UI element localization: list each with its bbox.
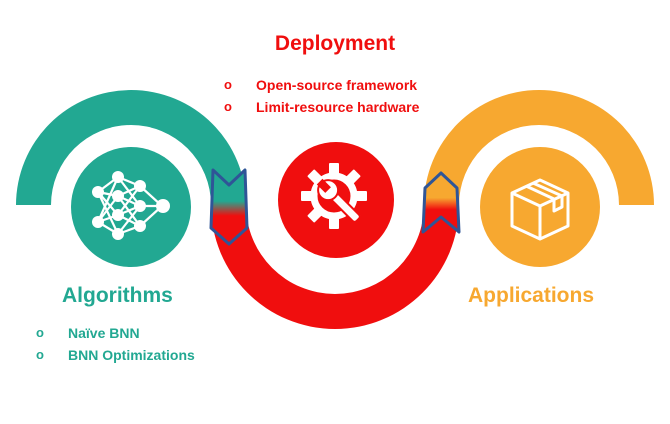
neural-network-icon: [92, 171, 170, 240]
deployment-arc: [211, 205, 459, 329]
applications-arc: [424, 90, 654, 205]
list-item-label: BNN Optimizations: [68, 347, 195, 363]
list-item-label: Open-source framework: [256, 77, 418, 93]
list-item: o Naïve BNN: [36, 322, 195, 344]
bullet-marker: o: [224, 99, 232, 114]
algorithms-arc: [16, 90, 246, 205]
list-item: o Open-source framework: [224, 74, 419, 96]
list-item-label: Naïve BNN: [68, 325, 140, 341]
list-item-label: Limit-resource hardware: [256, 99, 420, 115]
right-chevron-connector: [421, 171, 461, 234]
list-item: o BNN Optimizations: [36, 344, 195, 366]
bullet-marker: o: [224, 77, 232, 92]
applications-title: Applications: [468, 284, 595, 307]
deployment-title: Deployment: [274, 32, 396, 55]
gear-wrench-icon: [301, 163, 367, 229]
algorithms-title: Algorithms: [62, 284, 173, 307]
algorithms-list: o Naïve BNN o BNN Optimizations: [36, 322, 195, 366]
deployment-node: [278, 142, 394, 258]
bullet-marker: o: [36, 325, 44, 340]
algorithms-node: [71, 147, 191, 267]
left-chevron-connector: [209, 168, 249, 246]
deployment-list: o Open-source framework o Limit-resource…: [224, 74, 419, 118]
package-box-icon: [510, 178, 570, 241]
list-item: o Limit-resource hardware: [224, 96, 419, 118]
applications-node: [480, 147, 600, 267]
bullet-marker: o: [36, 347, 44, 362]
